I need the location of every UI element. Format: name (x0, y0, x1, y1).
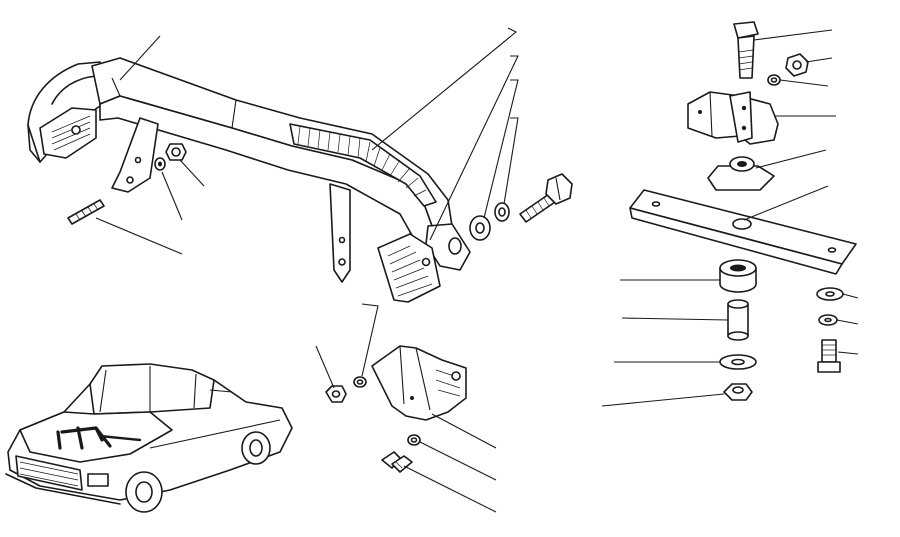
car-location-view (5, 363, 293, 513)
plate-hatching (387, 245, 433, 297)
leader-spacer-sleeve (621, 317, 729, 321)
leader-spring-washer-mid (503, 117, 519, 205)
leader-beam-rib (371, 27, 518, 151)
spacer-sleeve (727, 299, 749, 341)
nut-left (165, 143, 187, 161)
bolt-mid (519, 173, 573, 223)
spring-washer-bottom (353, 376, 367, 388)
bolt-small-right (817, 339, 841, 373)
leader-bolt-bracket (403, 465, 497, 513)
leader-nut-left (179, 159, 205, 187)
nut-bottom (325, 385, 347, 403)
leader-nut-top-right (805, 57, 833, 63)
rubber-bush (719, 259, 757, 293)
leader-spring-washer-right (836, 319, 859, 325)
leader-cross-bar (743, 185, 829, 221)
cross-bar (629, 189, 857, 275)
leader-lines (95, 27, 859, 513)
spring-washer-mid (494, 202, 510, 222)
leader-spring-washer-bottom (361, 303, 379, 377)
leader-flat-washer-mid (483, 79, 519, 219)
leader-plate-bracket (429, 55, 519, 241)
leader-flat-washer-right (842, 293, 859, 299)
leader-bolt-small-right (837, 351, 859, 355)
leader-stud (95, 217, 183, 255)
leader-crossmember (119, 35, 161, 81)
engine-support-bracket (687, 91, 779, 145)
beam-rib-hatching (297, 125, 427, 197)
side-bracket (371, 345, 467, 421)
spring-washer-right (818, 314, 838, 326)
leader-nut-lower (601, 393, 725, 407)
flat-washer-mid (469, 215, 491, 241)
rubber-cushion (707, 156, 775, 191)
flat-washer-lower (719, 354, 757, 370)
washer-small-left (154, 157, 166, 171)
leader-spring-washer-bracket (419, 441, 497, 481)
leader-side-bracket (431, 413, 497, 449)
spring-washer-bracket (407, 434, 421, 446)
spring-washer-top-right (767, 74, 781, 86)
leader-bolt-mid (753, 29, 833, 41)
leader-nut-bottom (315, 345, 335, 389)
stud (67, 199, 105, 225)
bolt-bracket (381, 451, 413, 473)
crossmember-main (27, 57, 471, 283)
leader-rubber-cushion (755, 149, 827, 169)
left-pad-hatching (51, 115, 91, 151)
leader-washer-small-left (161, 171, 183, 221)
leader-spring-washer-top-right (779, 79, 829, 87)
bolt-top-right (733, 21, 759, 79)
nut-lower (723, 383, 753, 401)
nut-top-right (785, 53, 809, 77)
flat-washer-right (816, 287, 844, 301)
plate-bracket-front (377, 233, 441, 303)
